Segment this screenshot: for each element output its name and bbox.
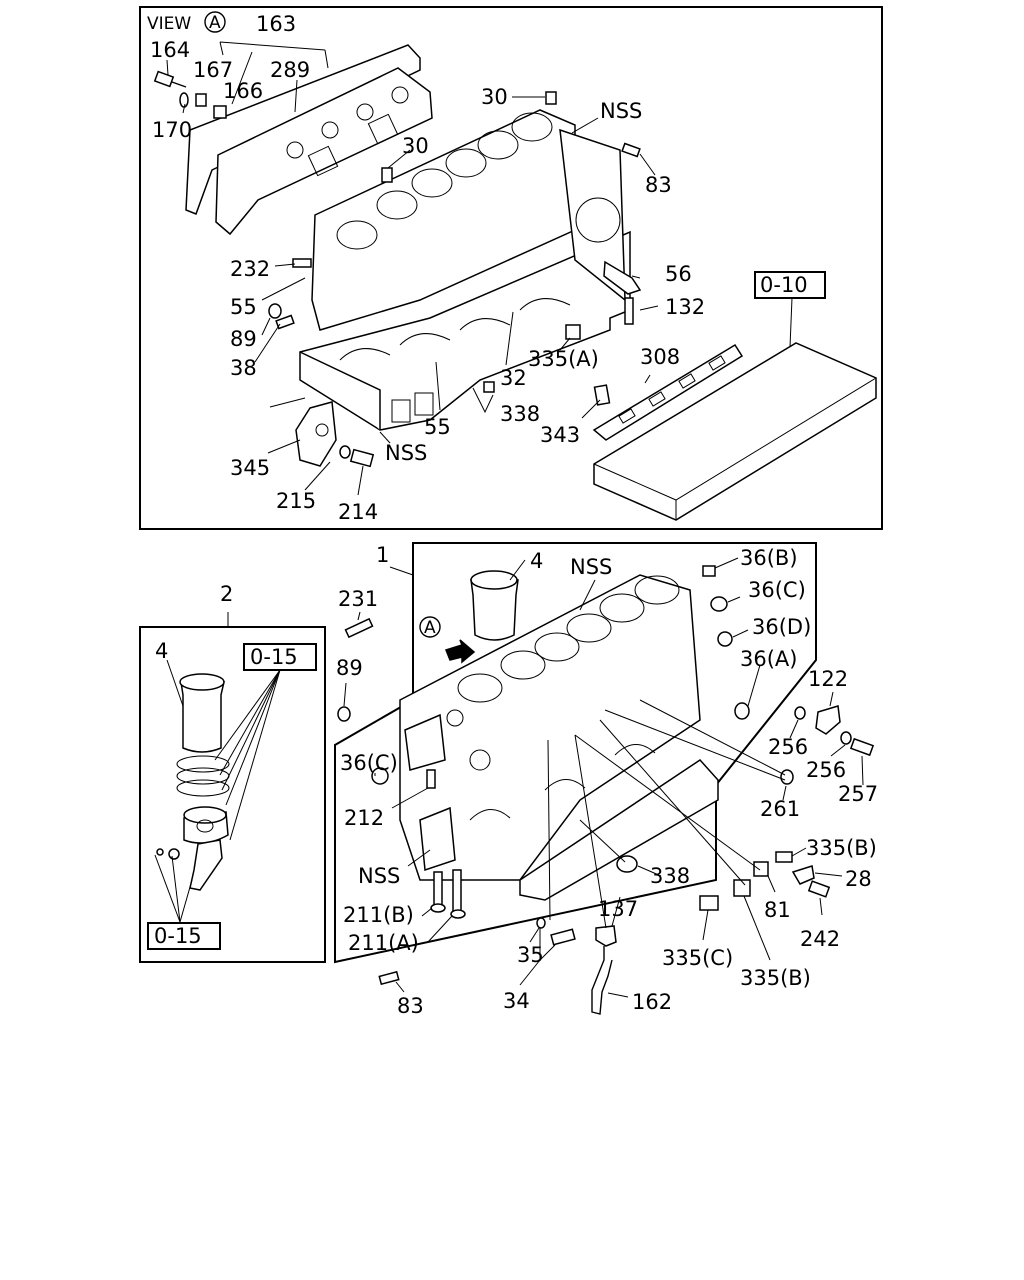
- callout-nss-view-a-bottom: NSS: [385, 441, 427, 465]
- direction-arrow: [445, 639, 476, 664]
- callout-162: 162: [632, 990, 672, 1014]
- ref-box-0-10: [754, 271, 826, 299]
- ref-box-0-15-upper-text: 0-15: [250, 645, 298, 669]
- callout-35: 35: [517, 943, 544, 967]
- gasket-set: [185, 44, 433, 236]
- main-leaders: [343, 557, 864, 998]
- callout-132: 132: [665, 295, 705, 319]
- callout-122: 122: [808, 667, 848, 691]
- callout-38: 38: [230, 356, 257, 380]
- gasket-fasteners: [153, 70, 227, 119]
- callout-261: 261: [760, 797, 800, 821]
- callout-89-top: 89: [230, 327, 257, 351]
- callout-338-main: 338: [650, 864, 690, 888]
- callout-335b-lower: 335(B): [740, 966, 811, 990]
- callout-55-bottom: 55: [424, 415, 451, 439]
- cylinder-block-main: [399, 574, 719, 901]
- callout-83-bottom: 83: [397, 994, 424, 1018]
- callout-257: 257: [838, 782, 878, 806]
- callout-4-kit: 4: [155, 639, 168, 663]
- callout-36a: 36(A): [740, 647, 797, 671]
- view-label: VIEW: [147, 14, 191, 34]
- callout-338-top: 338: [500, 402, 540, 426]
- ref-box-0-15-upper: [243, 643, 317, 671]
- view-a-panel: [139, 6, 883, 530]
- callout-335c: 335(C): [662, 946, 733, 970]
- cylinder-block-view-a: [299, 109, 631, 431]
- callout-36b: 36(B): [740, 546, 798, 570]
- callouts-view-a: 163 164 167 289 166 170 30 30 NSS 83 232…: [150, 12, 705, 524]
- callout-55-left: 55: [230, 295, 257, 319]
- piston-kit-leaders: [154, 612, 281, 923]
- view-marker-circle: [204, 11, 226, 33]
- callout-212: 212: [344, 806, 384, 830]
- callout-166: 166: [223, 79, 263, 103]
- callout-211a: 211(A): [348, 931, 419, 955]
- callout-345: 345: [230, 456, 270, 480]
- piston-kit-parts: [156, 673, 230, 891]
- callouts-main: 1 4 NSS 36(B) 36(C) 36(D) 36(A) 2 231 12…: [155, 543, 878, 1018]
- callout-256-right: 256: [806, 758, 846, 782]
- callout-89-main: 89: [336, 656, 363, 680]
- callout-nss-view-a-top: NSS: [600, 99, 642, 123]
- callout-289: 289: [270, 58, 310, 82]
- ref-box-0-15-lower-text: 0-15: [154, 924, 202, 948]
- block-assembly-outline: [334, 542, 817, 964]
- inset-marker-circle: [419, 616, 441, 638]
- callout-36d: 36(D): [752, 615, 811, 639]
- callout-30-mid: 30: [402, 134, 429, 158]
- bracket-345: [295, 401, 375, 468]
- callout-215: 215: [276, 489, 316, 513]
- callout-36c-left: 36(C): [340, 751, 398, 775]
- cylinder-liner-4: [470, 570, 519, 641]
- callout-56: 56: [665, 262, 692, 286]
- callout-2: 2: [220, 582, 233, 606]
- ref-box-0-15-lower: [147, 922, 221, 950]
- view-a-small-parts: [268, 91, 642, 406]
- callout-308: 308: [640, 345, 680, 369]
- callout-164: 164: [150, 38, 190, 62]
- callout-nss-main-bottom: NSS: [358, 864, 400, 888]
- callout-231: 231: [338, 587, 378, 611]
- callout-32: 32: [500, 366, 527, 390]
- callout-214: 214: [338, 500, 378, 524]
- callout-335a: 335(A): [528, 347, 599, 371]
- callout-83-top: 83: [645, 173, 672, 197]
- callout-nss-main-top: NSS: [570, 555, 612, 579]
- callout-1: 1: [376, 543, 389, 567]
- main-small-parts: [337, 565, 875, 1015]
- piston-kit-panel: [139, 626, 326, 963]
- callout-4-main: 4: [530, 549, 543, 573]
- callout-170: 170: [152, 118, 192, 142]
- callout-28: 28: [845, 867, 872, 891]
- callout-232: 232: [230, 257, 270, 281]
- callout-167: 167: [193, 58, 233, 82]
- callout-137: 137: [598, 897, 638, 921]
- oil-rail-308: [592, 343, 744, 441]
- callout-256-left: 256: [768, 735, 808, 759]
- callout-211b: 211(B): [343, 903, 414, 927]
- inset-marker: A: [424, 618, 436, 638]
- callout-30-top: 30: [481, 85, 508, 109]
- callout-335b-upper: 335(B): [806, 836, 877, 860]
- ref-box-0-10-text: 0-10: [760, 273, 808, 297]
- view-a-leaders: [166, 41, 793, 496]
- reference-crate-0-10: [593, 342, 877, 521]
- callout-242: 242: [800, 927, 840, 951]
- callout-81: 81: [764, 898, 791, 922]
- callout-34: 34: [503, 989, 530, 1013]
- callout-163: 163: [256, 12, 296, 36]
- callout-36c-right: 36(C): [748, 578, 806, 602]
- callout-343: 343: [540, 423, 580, 447]
- view-marker: A: [209, 13, 221, 33]
